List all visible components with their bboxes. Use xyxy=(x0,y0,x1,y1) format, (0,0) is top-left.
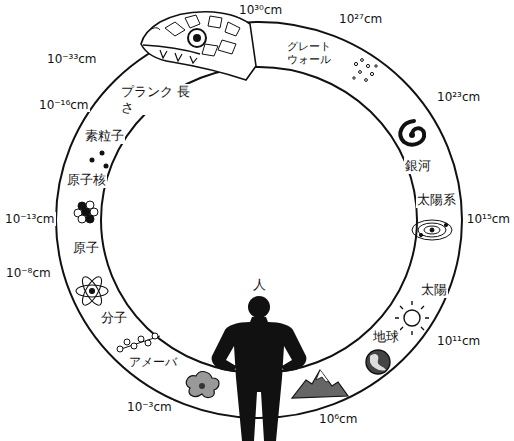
scale-value: 10⁻¹³cm xyxy=(4,212,56,226)
sun-icon xyxy=(395,301,429,335)
scale-value: 10⁻³cm xyxy=(126,400,173,414)
scale-value: 10⁻³³cm xyxy=(46,52,98,66)
object-label: 太陽系 xyxy=(416,192,457,208)
scale-value: 10¹⁵cm xyxy=(466,212,511,226)
great-wall-icon xyxy=(353,59,377,82)
scale-value: 10⁶cm xyxy=(318,412,358,426)
object-label: 分子 xyxy=(100,310,128,326)
object-label: 銀河 xyxy=(404,158,432,174)
earth-icon xyxy=(366,350,390,374)
object-label: 原子 xyxy=(72,240,100,256)
object-label: 原子核 xyxy=(66,172,107,188)
scale-value: 10²³cm xyxy=(436,90,481,104)
particle-icon xyxy=(90,151,109,169)
scale-value: 10²⁷cm xyxy=(338,12,383,26)
object-label: プランク 長さ xyxy=(120,84,192,115)
nucleus-icon xyxy=(74,201,98,223)
object-label: 地球 xyxy=(372,329,400,345)
object-label: グレート ウォール xyxy=(286,40,336,66)
atom-icon xyxy=(76,274,108,308)
snake-head xyxy=(141,12,256,80)
scale-value: 10¹¹cm xyxy=(436,334,481,348)
mountain-icon xyxy=(292,370,348,398)
galaxy-icon xyxy=(400,121,424,145)
amoeba-icon xyxy=(186,372,219,398)
scale-value: 10⁻¹⁶cm xyxy=(38,98,90,112)
human-figure xyxy=(212,296,307,441)
object-label: アメーバ xyxy=(128,355,178,369)
molecule-icon xyxy=(117,333,160,352)
object-label: 人 xyxy=(252,277,267,293)
scale-value: 10⁻⁸cm xyxy=(5,266,52,280)
object-label: 太陽 xyxy=(420,282,448,298)
scale-value: 10³⁰cm xyxy=(238,3,283,17)
solar-system-icon xyxy=(412,220,452,240)
object-label: 素粒子 xyxy=(84,128,125,144)
